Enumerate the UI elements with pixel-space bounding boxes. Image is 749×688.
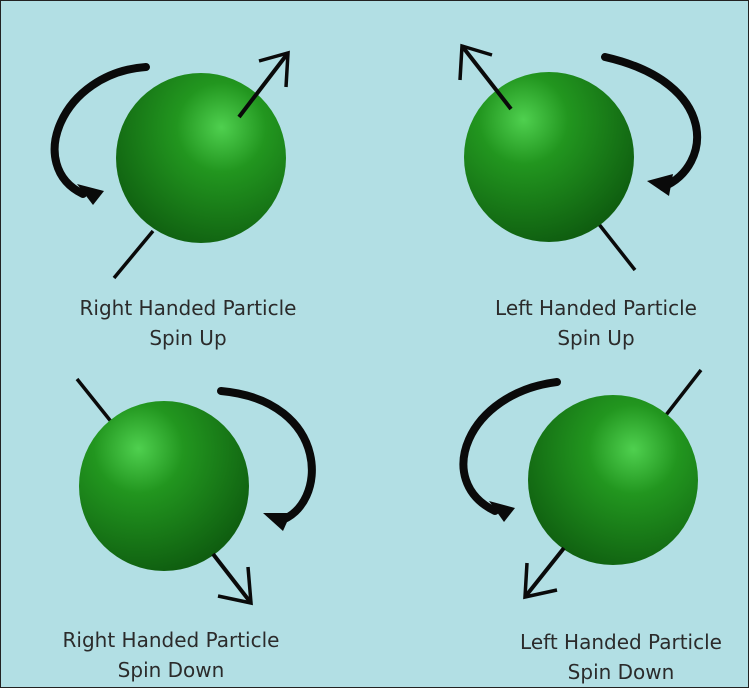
panel-label-left-up: Left Handed Particle Spin Up: [446, 293, 746, 353]
rotation-arrowhead: [77, 184, 104, 205]
rotation-arrow: [459, 378, 561, 515]
panel-right-handed-spin-up: [50, 50, 290, 280]
rotation-arrowhead: [263, 513, 291, 531]
spin-direction-arrowhead: [217, 566, 253, 606]
label-line-2: Spin Down: [567, 660, 675, 684]
rotation-arrowhead: [647, 174, 673, 196]
label-line-1: Right Handed Particle: [79, 296, 297, 320]
particle-sphere: [464, 72, 634, 242]
panel-label-left-down: Left Handed Particle Spin Down: [471, 627, 749, 687]
label-line-1: Left Handed Particle: [520, 630, 722, 654]
rotation-arrow: [50, 63, 150, 198]
particle-sphere: [79, 401, 249, 571]
panel-left-handed-spin-down: [459, 368, 703, 600]
spin-direction-arrow: [523, 546, 566, 599]
panel-label-right-down: Right Handed Particle Spin Down: [21, 625, 321, 685]
panel-left-handed-spin-up: [458, 43, 701, 272]
label-line-2: Spin Up: [149, 326, 227, 350]
label-line-2: Spin Up: [557, 326, 635, 350]
label-line-1: Left Handed Particle: [495, 296, 697, 320]
label-line-1: Right Handed Particle: [62, 628, 280, 652]
panel-label-right-up: Right Handed Particle Spin Up: [38, 293, 338, 353]
particle-sphere: [528, 395, 698, 565]
rotation-arrow: [217, 387, 316, 525]
panel-right-handed-spin-down: [75, 377, 316, 606]
spin-direction-arrowhead: [458, 43, 493, 81]
particle-sphere: [116, 73, 286, 243]
rotation-arrow: [601, 53, 701, 191]
spin-axis-line: [112, 229, 155, 280]
spin-direction-arrow: [460, 44, 513, 111]
spin-direction-arrow: [211, 552, 253, 605]
rotation-arrowhead: [489, 501, 515, 522]
spin-direction-arrowhead: [523, 562, 558, 600]
spin-direction-arrow: [237, 51, 290, 119]
spin-axis-line: [596, 221, 637, 272]
spin-direction-arrowhead: [258, 50, 290, 88]
label-line-2: Spin Down: [117, 658, 225, 682]
